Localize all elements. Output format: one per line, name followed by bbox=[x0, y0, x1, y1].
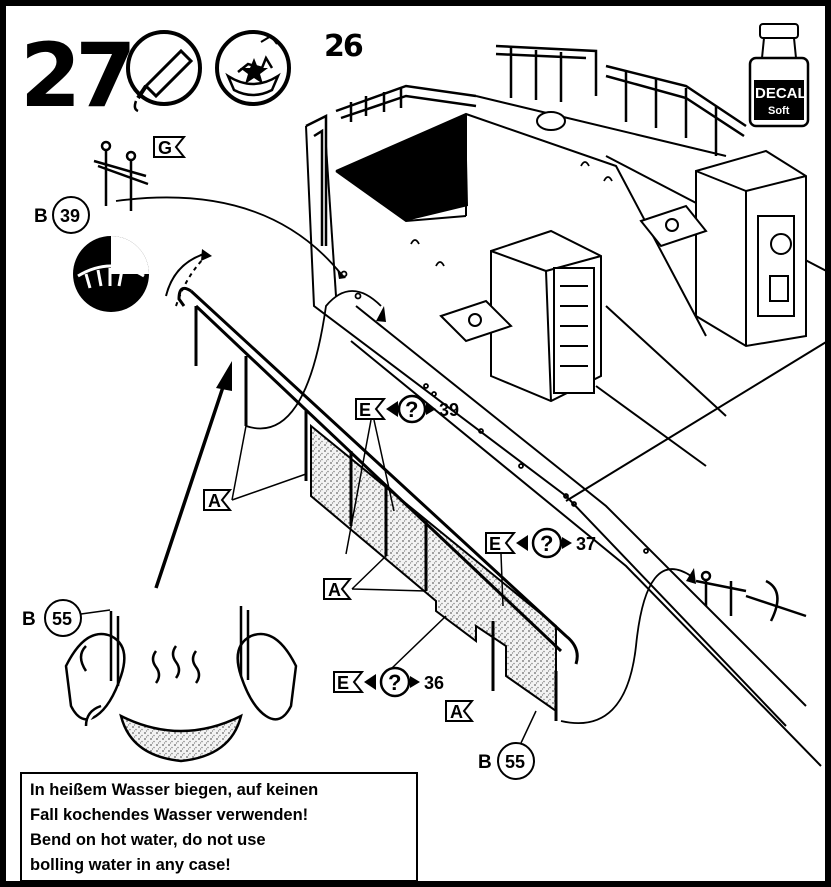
svg-text:39: 39 bbox=[60, 206, 80, 226]
railing-assembly bbox=[177, 286, 579, 721]
reference-step-number: 26 bbox=[324, 29, 363, 64]
note-line-3: Bend on hot water, do not use bbox=[30, 831, 266, 849]
glue-tube-icon bbox=[126, 30, 202, 113]
paint-mask-icon bbox=[73, 236, 149, 312]
svg-text:?: ? bbox=[405, 397, 418, 422]
svg-text:E: E bbox=[337, 673, 349, 693]
svg-text:E: E bbox=[489, 534, 501, 554]
svg-text:B: B bbox=[22, 609, 36, 630]
direction-arrow bbox=[154, 383, 226, 589]
note-line-2: Fall kochendes Wasser verwenden! bbox=[30, 806, 309, 824]
stanchion-right bbox=[695, 570, 807, 622]
callout-B-55-bottom: B 55 bbox=[478, 710, 537, 780]
callout-E-39: E ? 39 bbox=[345, 394, 459, 555]
svg-text:A: A bbox=[328, 580, 341, 600]
step-number: 27 bbox=[20, 24, 130, 127]
decal-bottle-sublabel: Soft bbox=[768, 105, 790, 117]
svg-text:55: 55 bbox=[52, 609, 72, 629]
callout-part-G: G bbox=[153, 136, 187, 158]
decal-bottle-label: DECAL bbox=[755, 85, 807, 102]
decal-soft-bottle-icon: DECAL Soft bbox=[748, 23, 810, 128]
svg-text:B: B bbox=[478, 752, 492, 773]
bulwark-panel bbox=[310, 423, 557, 713]
assembly-diagram: 27 26 DECAL Soft bbox=[20, 23, 825, 780]
callout-E-36: E ? 36 bbox=[333, 615, 447, 698]
callout-A-lower: A bbox=[445, 700, 475, 722]
ladder-locker bbox=[490, 229, 602, 403]
svg-text:A: A bbox=[450, 702, 463, 722]
svg-text:?: ? bbox=[388, 670, 401, 695]
svg-text:A: A bbox=[208, 491, 221, 511]
callout-A-upper: A bbox=[203, 425, 307, 511]
callout-E-37: E ? 37 bbox=[485, 527, 596, 607]
deck-plate-right bbox=[639, 204, 708, 248]
bending-instruction-note: In heißem Wasser biegen, auf keinen Fall… bbox=[20, 772, 418, 881]
callout-B-39-top: B 39 bbox=[34, 196, 90, 234]
top-railings bbox=[305, 44, 747, 246]
svg-text:39: 39 bbox=[439, 400, 459, 420]
deck-hatch bbox=[336, 114, 468, 221]
svg-text:G: G bbox=[158, 138, 172, 158]
deck-cabinet bbox=[695, 149, 807, 348]
svg-text:37: 37 bbox=[576, 534, 596, 554]
svg-text:E: E bbox=[359, 400, 371, 420]
svg-text:?: ? bbox=[540, 531, 553, 556]
placement-curve-right bbox=[560, 568, 692, 724]
svg-text:55: 55 bbox=[505, 752, 525, 772]
svg-text:36: 36 bbox=[424, 673, 444, 693]
callout-B-55-left: B 55 bbox=[22, 599, 111, 637]
deck-fittings bbox=[340, 161, 649, 554]
note-line-1: In heißem Wasser biegen, auf keinen bbox=[30, 781, 319, 799]
callout-A-middle: A bbox=[323, 555, 427, 600]
svg-text:B: B bbox=[34, 206, 48, 227]
placement-curve-rail bbox=[245, 290, 382, 430]
decal-water-icon bbox=[215, 30, 291, 106]
placement-arc-39 bbox=[115, 196, 342, 275]
stanchion-part-G bbox=[93, 140, 149, 211]
deck-plate-left bbox=[439, 299, 513, 343]
hands-bending-illustration bbox=[64, 606, 298, 763]
note-line-4: bolling water in any case! bbox=[30, 856, 231, 874]
